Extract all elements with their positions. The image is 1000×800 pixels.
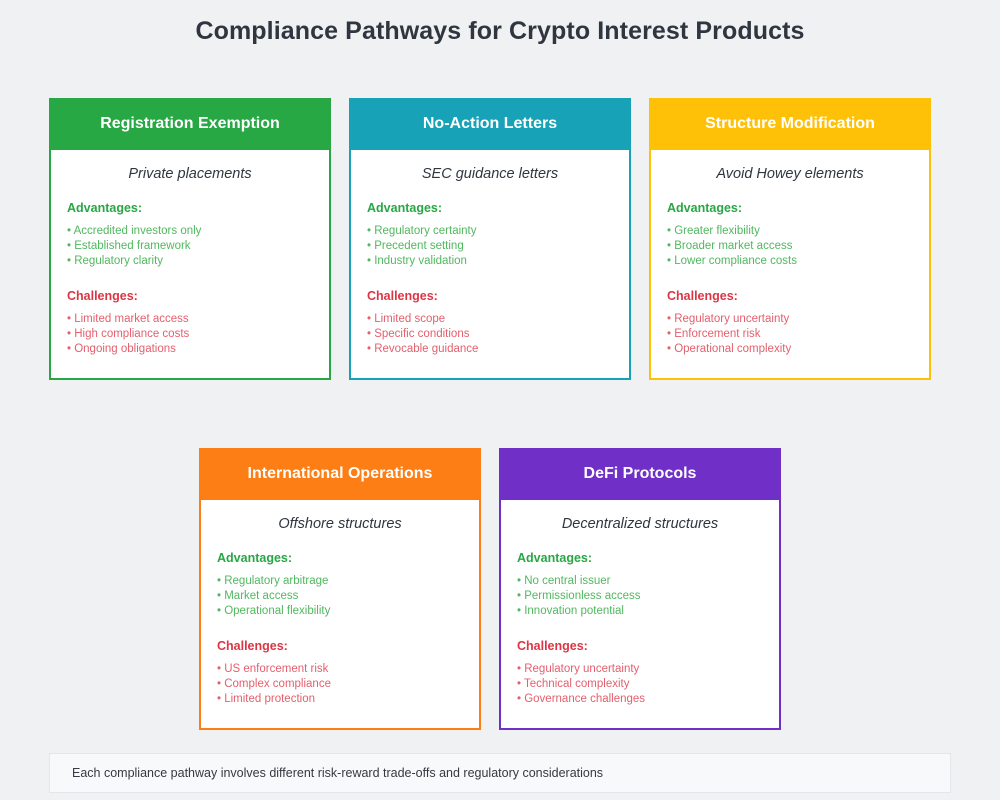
advantages-list: • Accredited investors only • Established… — [67, 224, 313, 269]
page-title: Compliance Pathways for Crypto Interest … — [195, 17, 805, 45]
advantages-heading: Advantages: — [67, 201, 143, 215]
pathway-card-title: No-Action Letters — [422, 115, 558, 132]
challenges-heading: Challenges: — [217, 639, 288, 653]
pathway-card-title: Registration Exemption — [100, 115, 280, 132]
challenge-item: • Technical complexity — [517, 678, 630, 690]
challenge-item: • Limited market access — [67, 313, 189, 325]
footer-note-text: Each compliance pathway involves differe… — [72, 766, 604, 780]
advantage-item: • Lower compliance costs — [667, 255, 797, 267]
challenges-heading: Challenges: — [67, 289, 138, 303]
advantage-item: • Regulatory certainty — [367, 225, 477, 237]
challenges-list: • Limited scope • Specific conditions • Re… — [367, 312, 613, 357]
pathway-card-subtitle: SEC guidance letters — [421, 166, 559, 182]
advantage-item: • Accredited investors only — [67, 225, 202, 237]
challenge-item: • Governance challenges — [517, 693, 646, 705]
footer-note: Each compliance pathway involves differe… — [49, 753, 951, 793]
advantage-item: • No central issuer — [517, 575, 611, 587]
advantages-heading: Advantages: — [517, 551, 593, 565]
advantage-item: • Market access — [217, 590, 299, 602]
advantage-item: • Innovation potential — [517, 605, 624, 617]
pathway-card-subtitle: Private placements — [128, 166, 252, 182]
advantages-heading: Advantages: — [217, 551, 293, 565]
challenge-item: • Limited scope — [367, 313, 446, 325]
pathway-card-header: Registration Exemption — [51, 100, 329, 150]
pathway-card-subtitle: Decentralized structures — [561, 516, 719, 532]
advantage-item: • Established framework — [67, 240, 191, 252]
challenge-item: • Limited protection — [217, 693, 315, 705]
pathway-card-subtitle: Avoid Howey elements — [716, 166, 864, 182]
section-spacer — [217, 619, 463, 639]
challenge-item: • Complex compliance — [217, 678, 331, 690]
advantages-list: • Regulatory arbitrage • Market access • O… — [217, 574, 463, 619]
advantages-heading: Advantages: — [667, 201, 743, 215]
challenge-item: • Operational complexity — [667, 343, 792, 355]
challenge-item: • Ongoing obligations — [67, 343, 176, 355]
pathway-card-title: Structure Modification — [705, 115, 875, 132]
challenge-item: • Revocable guidance — [367, 343, 479, 355]
challenges-heading: Challenges: — [367, 289, 438, 303]
challenges-list: • US enforcement risk • Complex complianc… — [217, 662, 463, 707]
challenges-list: • Regulatory uncertainty • Enforcement ri… — [667, 312, 913, 357]
challenges-heading: Challenges: — [517, 639, 588, 653]
challenges-list: • Limited market access • High compliance… — [67, 312, 313, 357]
challenge-item: • Enforcement risk — [667, 328, 761, 340]
advantage-item: • Greater flexibility — [667, 225, 760, 237]
pathway-card-header: International Operations — [201, 450, 479, 500]
section-spacer — [67, 269, 313, 289]
advantages-list: • Regulatory certainty • Precedent settin… — [367, 224, 613, 269]
pathway-card-header: Structure Modification — [651, 100, 929, 150]
advantages-list: • No central issuer • Permissionless acce… — [517, 574, 763, 619]
advantage-item: • Industry validation — [367, 255, 467, 267]
advantage-item: • Regulatory arbitrage — [217, 575, 329, 587]
challenge-item: • Specific conditions — [367, 328, 470, 340]
challenge-item: • Regulatory uncertainty — [667, 313, 790, 325]
challenges-list: • Regulatory uncertainty • Technical comp… — [517, 662, 763, 707]
advantage-item: • Permissionless access — [517, 590, 641, 602]
pathway-card-subtitle: Offshore structures — [278, 516, 402, 532]
pathway-card-header: DeFi Protocols — [501, 450, 779, 500]
section-spacer — [367, 269, 613, 289]
section-spacer — [667, 269, 913, 289]
advantage-item: • Regulatory clarity — [67, 255, 164, 267]
advantage-item: • Broader market access — [667, 240, 793, 252]
pathway-card-title: International Operations — [247, 465, 433, 482]
advantages-heading: Advantages: — [367, 201, 443, 215]
challenge-item: • High compliance costs — [67, 328, 190, 340]
challenges-heading: Challenges: — [667, 289, 738, 303]
advantages-list: • Greater flexibility • Broader market ac… — [667, 224, 913, 269]
section-spacer — [517, 619, 763, 639]
advantage-item: • Operational flexibility — [217, 605, 331, 617]
advantage-item: • Precedent setting — [367, 240, 464, 252]
pathway-card-header: No-Action Letters — [351, 100, 629, 150]
challenge-item: • Regulatory uncertainty — [517, 663, 640, 675]
challenge-item: • US enforcement risk — [217, 663, 329, 675]
pathway-card-title: DeFi Protocols — [583, 465, 697, 482]
